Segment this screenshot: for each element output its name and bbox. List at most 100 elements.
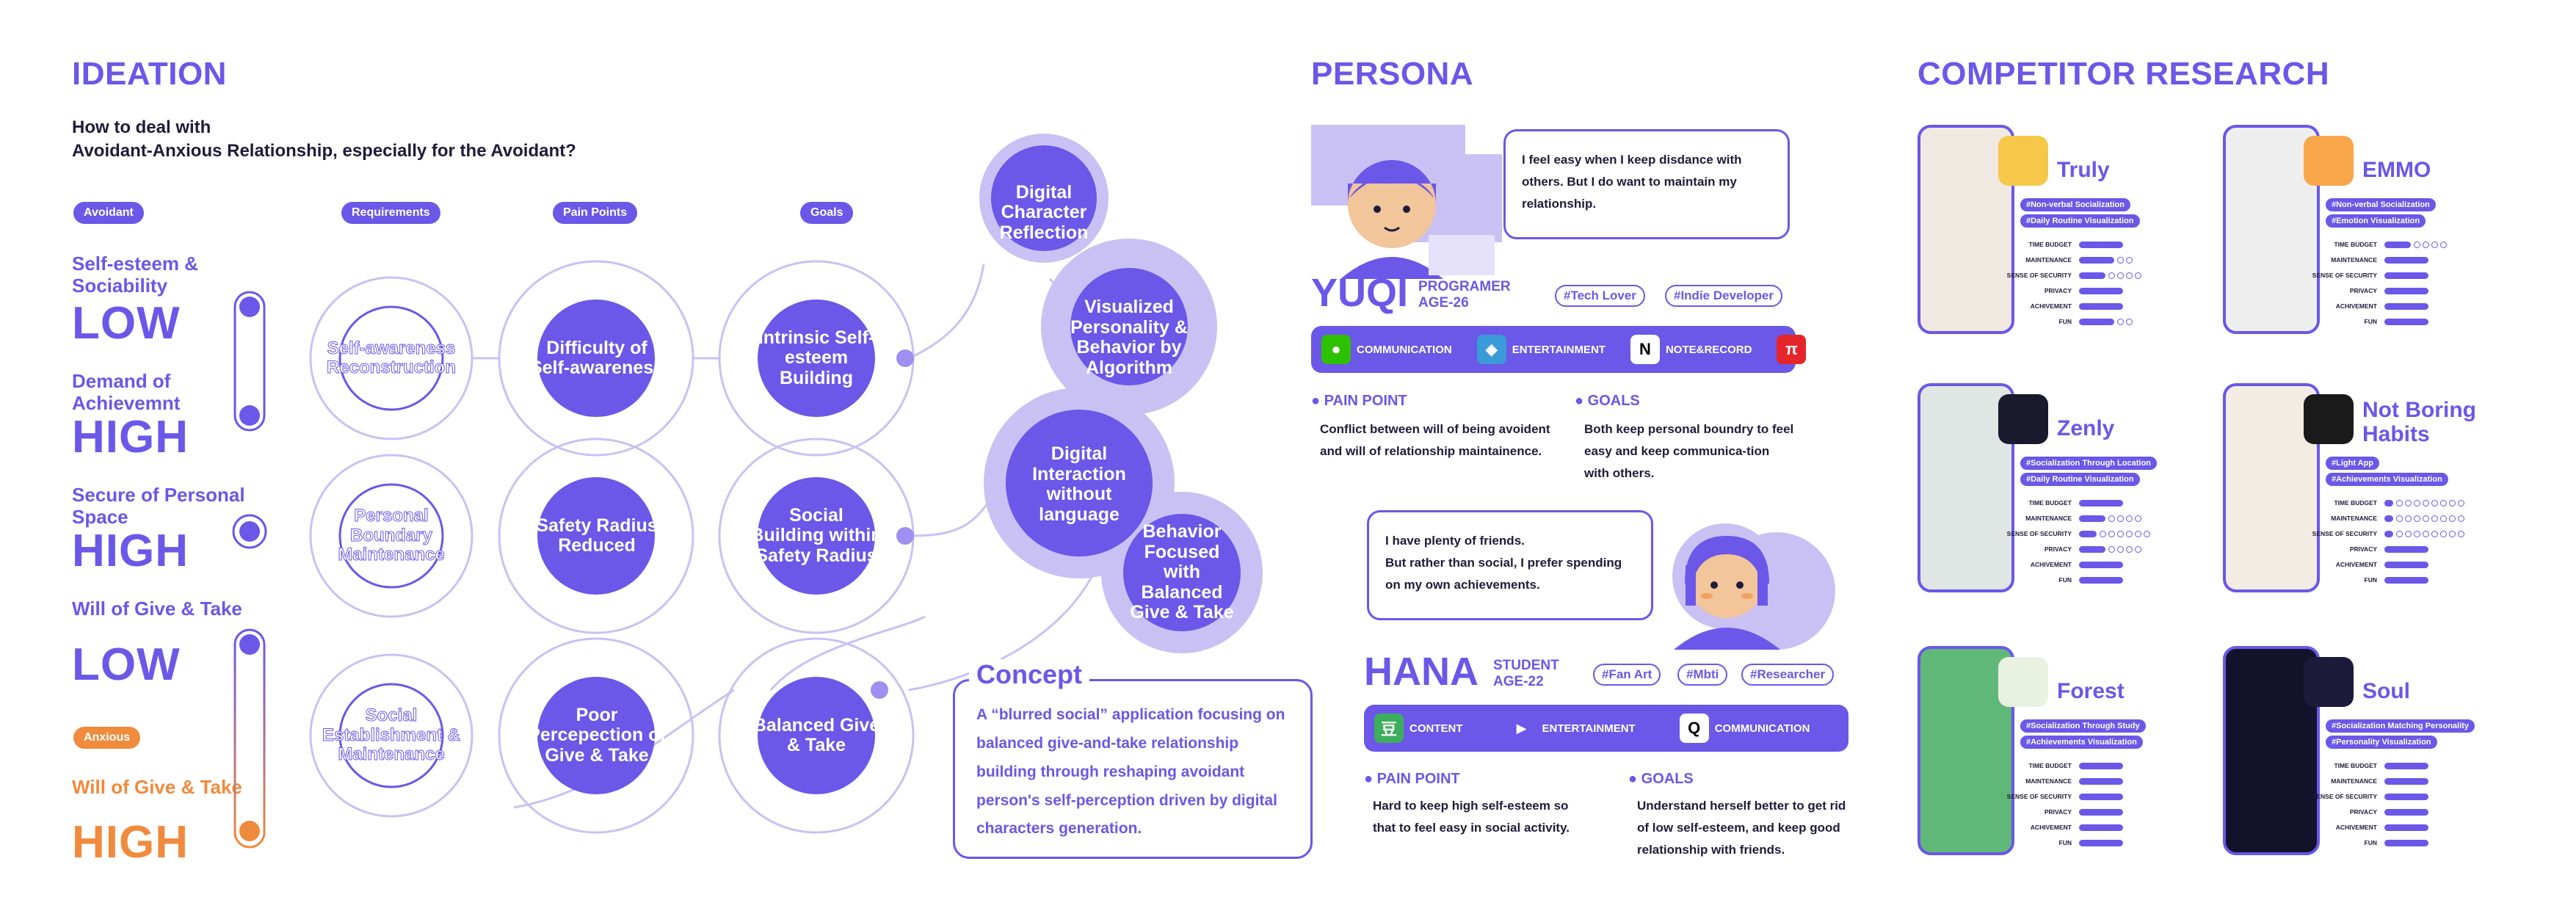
- metric-dots: [2396, 499, 2464, 507]
- metric-row: SENSE OF SECURITY: [1991, 791, 2126, 802]
- metric-row: MAINTENANCE: [1991, 512, 2141, 524]
- pain-point-3: Poor Percepection of Give & Take: [528, 704, 666, 766]
- hana-pain-point-title: ● PAIN POINT: [1364, 771, 1460, 787]
- app-logo-icon: [1998, 136, 2048, 186]
- metric-label: MAINTENANCE: [2025, 515, 2072, 522]
- metric-dot: [2135, 545, 2141, 553]
- competitor-name: Not Boring Habits: [2362, 398, 2476, 446]
- ideation-question-bold: Avoidant-Anxious Relationship,: [72, 141, 338, 161]
- competitor-card-zenly: Zenly#Socialization Through Location#Dai…: [1918, 383, 2211, 633]
- metric-dot: [2117, 530, 2124, 537]
- pain-point-2: Safety Radius Reduced: [536, 515, 658, 556]
- concept-title: Concept: [969, 659, 1089, 690]
- competitor-tag: #Light App: [2326, 457, 2380, 470]
- metric-dot: [2440, 241, 2447, 248]
- metric-row: PRIVACY: [2296, 543, 2431, 555]
- metric-label: FUN: [2364, 576, 2377, 584]
- metric-label: SENSE OF SECURITY: [2312, 272, 2377, 279]
- persona-title: PERSONA: [1311, 56, 1474, 92]
- metric-dot: [2117, 318, 2124, 325]
- metric-row: MAINTENANCE: [2296, 512, 2464, 524]
- yuqi-app-entertainment: ◆ENTERTAINMENT: [1476, 335, 1606, 364]
- metric-label: TIME BUDGET: [2334, 762, 2377, 769]
- metric-bar: [2079, 561, 2123, 568]
- metric-label: FUN: [2364, 318, 2377, 325]
- metric-dot: [2414, 515, 2420, 522]
- metric-dot: [2423, 515, 2429, 522]
- metric-dot: [2449, 499, 2456, 507]
- metric-dot: [2440, 530, 2447, 537]
- metric-dots: [2117, 256, 2133, 264]
- metric-row: FUN: [2296, 837, 2431, 849]
- yuqi-pain-point: Conflict between will of being avoident …: [1320, 422, 1550, 458]
- metric-dot: [2458, 515, 2464, 522]
- metric-bar: [2384, 302, 2428, 310]
- yuqi-goals: Both keep personal boundry to feel easy …: [1584, 422, 1794, 480]
- metric-dot: [2126, 545, 2133, 553]
- metric-label: ACHIVEMENT: [2030, 561, 2072, 568]
- competitor-tag: #Socialization Matching Personality: [2326, 719, 2475, 733]
- metric-label: ACHIVEMENT: [2335, 824, 2377, 831]
- goal-2: Social Building within Safety Radius: [750, 504, 882, 566]
- metric-row: ACHIVEMENT: [1991, 300, 2126, 312]
- metric-bar: [2079, 824, 2123, 831]
- metric-dot: [2126, 318, 2133, 325]
- metric-row: ACHIVEMENT: [2296, 559, 2431, 570]
- metric-dots: [2414, 241, 2447, 248]
- app-logo-icon: [2304, 394, 2354, 444]
- competitor-card-truly: Truly#Non-verbal Socialization#Daily Rou…: [1918, 125, 2211, 374]
- metric-bar: [2079, 545, 2105, 553]
- metric-row: FUN: [1991, 316, 2133, 327]
- metric-bar: [2079, 839, 2123, 846]
- row-1-level: LOW: [72, 298, 181, 349]
- metric-dot: [2414, 241, 2420, 248]
- solution-visualized: Visualized Personality & Behavior by Alg…: [1070, 297, 1188, 378]
- pi-icon: π: [1777, 335, 1807, 364]
- pain-point-1: Difficulty of Self-awareness: [529, 337, 664, 378]
- metric-bar: [2079, 762, 2123, 769]
- row-3-title: Secure of Personal Space: [72, 484, 245, 528]
- metric-row: MAINTENANCE: [1991, 775, 2126, 787]
- metric-bar: [2384, 545, 2428, 553]
- row-4-title: Will of Give & Take: [72, 598, 242, 620]
- metric-label: SENSE OF SECURITY: [2312, 530, 2377, 537]
- metric-dots: [2108, 515, 2141, 522]
- metric-dot: [2126, 530, 2133, 537]
- yuqi-age: AGE-26: [1418, 295, 1469, 311]
- hana-tag-3: #Researcher: [1741, 664, 1835, 686]
- metric-bar: [2079, 793, 2123, 800]
- solution-digital-interaction: Digital Interaction without language: [1032, 443, 1126, 525]
- solution-behavior-focused: Behavior Focused with Balanced Give & Ta…: [1130, 521, 1234, 623]
- metric-bar: [2384, 808, 2428, 816]
- requirement-1: Self-awareness Reconstruction: [326, 338, 456, 377]
- wechat-icon: ●: [1321, 335, 1351, 364]
- yuqi-tag-2: #Indie Developer: [1665, 285, 1783, 307]
- metric-label: MAINTENANCE: [2025, 256, 2072, 264]
- metric-row: ACHIVEMENT: [2296, 821, 2431, 833]
- yuqi-avatar: [1311, 125, 1502, 279]
- metric-label: ACHIVEMENT: [2030, 824, 2072, 831]
- metric-dot: [2414, 499, 2420, 507]
- metric-row: SENSE OF SECURITY: [2296, 791, 2431, 802]
- metric-dot: [2126, 272, 2133, 279]
- metric-dot: [2440, 499, 2447, 507]
- metric-dot: [2396, 515, 2403, 522]
- yuqi-goals-title: ● GOALS: [1575, 393, 1640, 409]
- metric-dot: [2431, 241, 2438, 248]
- hana-tag-1: #Fan Art: [1593, 664, 1661, 686]
- metric-dots: [2396, 530, 2464, 537]
- metric-label: SENSE OF SECURITY: [2006, 272, 2072, 279]
- metric-dot: [2414, 530, 2420, 537]
- row-5-level: HIGH: [72, 817, 189, 868]
- hana-name: HANA: [1364, 650, 1479, 694]
- douban-icon: 豆: [1374, 714, 1404, 743]
- metric-dots: [2117, 318, 2133, 325]
- yuqi-quote: I feel easy when I keep disdance with ot…: [1503, 129, 1790, 239]
- metric-bar: [2079, 272, 2105, 279]
- ideation-network: [309, 134, 1263, 834]
- ideation-title: IDEATION: [72, 56, 227, 92]
- metric-row: FUN: [2296, 316, 2431, 327]
- metric-row: FUN: [2296, 574, 2431, 586]
- level-indicators: [232, 291, 267, 849]
